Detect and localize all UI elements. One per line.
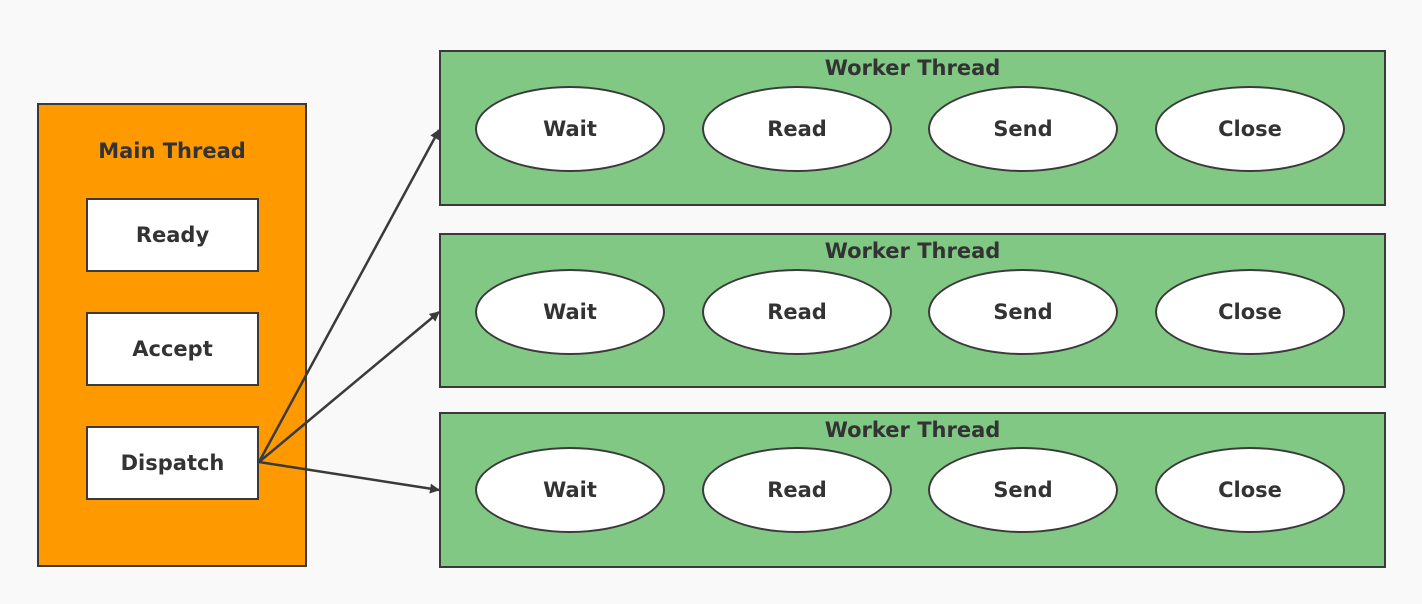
close-state: Close (1155, 447, 1345, 533)
worker-thread-3: Worker Thread Wait Read Send Close (439, 412, 1386, 568)
main-thread-title: Main Thread (98, 139, 246, 163)
read-state: Read (702, 269, 892, 355)
worker-thread-title: Worker Thread (824, 56, 1001, 80)
close-state: Close (1155, 269, 1345, 355)
send-state: Send (928, 269, 1118, 355)
wait-state: Wait (475, 86, 665, 172)
worker-thread-2: Worker Thread Wait Read Send Close (439, 233, 1386, 388)
wait-state: Wait (475, 447, 665, 533)
read-state: Read (702, 447, 892, 533)
ready-step: Ready (86, 198, 259, 272)
worker-thread-title: Worker Thread (824, 239, 1001, 263)
close-state: Close (1155, 86, 1345, 172)
worker-thread-title: Worker Thread (824, 418, 1001, 442)
main-thread-box: Main Thread Ready Accept Dispatch (37, 103, 307, 567)
send-state: Send (928, 447, 1118, 533)
dispatch-step: Dispatch (86, 426, 259, 500)
worker-thread-1: Worker Thread Wait Read Send Close (439, 50, 1386, 206)
read-state: Read (702, 86, 892, 172)
wait-state: Wait (475, 269, 665, 355)
send-state: Send (928, 86, 1118, 172)
accept-step: Accept (86, 312, 259, 386)
